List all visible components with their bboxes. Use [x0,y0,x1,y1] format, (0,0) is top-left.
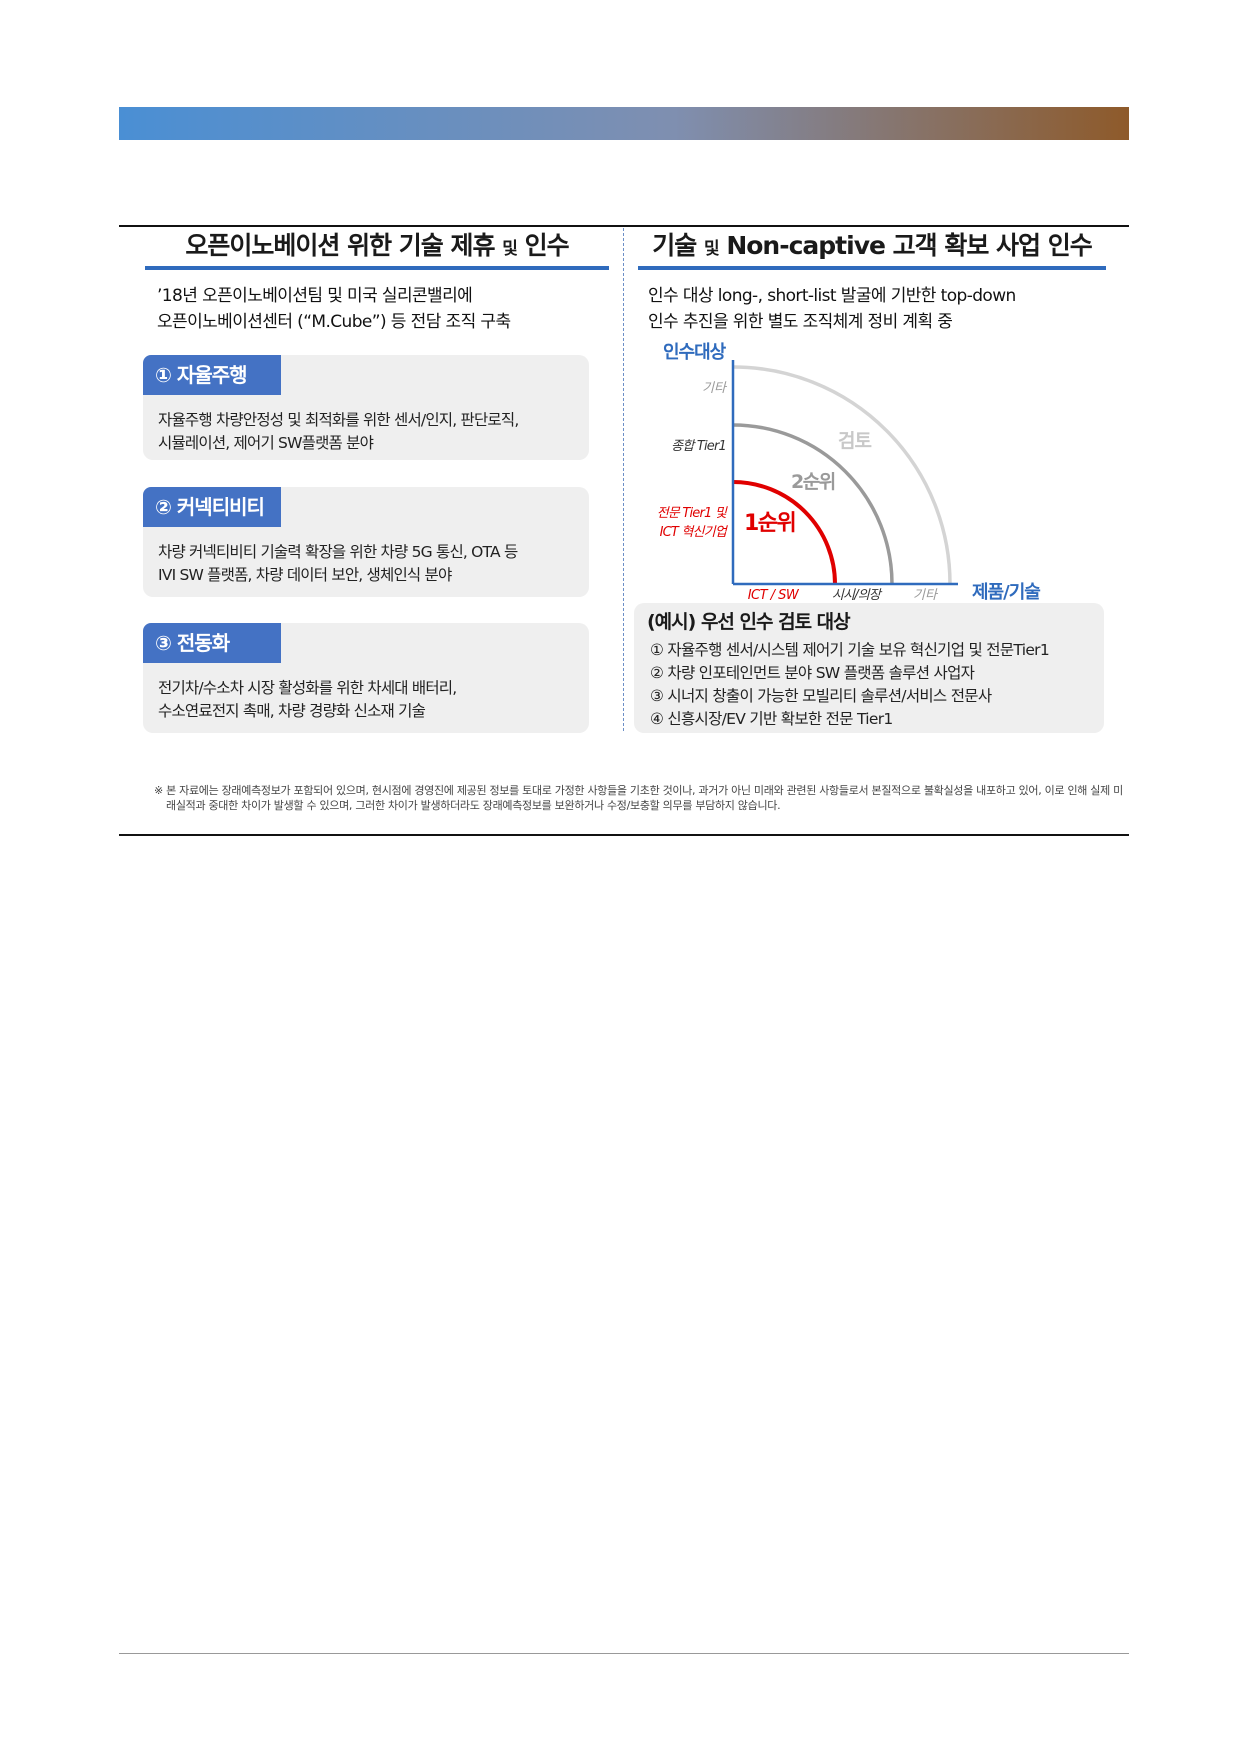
y-label-ict: ICT 혁신기업 [660,525,729,540]
right-intro: 인수 대상 long-, short-list 발굴에 기반한 top-down… [648,283,1118,335]
left-section-title: 오픈이노베이션 위한 기술 제휴 및 인수 [145,228,609,264]
disclaimer-text: ※ 본 자료에는 장래예측정보가 포함되어 있으며, 현시점에 경영진에 제공된… [154,784,1123,812]
card-connectivity: ② 커넥티비티 차량 커넥티비티 기술력 확장을 위한 차량 5G 통신, OT… [143,487,589,597]
x-label-other: 기타 [913,588,939,603]
example-box: (예시) 우선 인수 검토 대상 ① 자율주행 센서/시스템 제어기 기술 보유… [634,603,1104,733]
card-badge: ① 자율주행 [143,355,281,395]
list-item: ② 차량 인포테인먼트 분야 SW 플랫폼 솔루션 사업자 [650,664,975,682]
card-line: 차량 커넥티비티 기술력 확장을 위한 차량 5G 통신, OTA 등 [158,543,518,561]
example-title: (예시) 우선 인수 검토 대상 [647,611,851,633]
list-item: ① 자율주행 센서/시스템 제어기 기술 보유 혁신기업 및 전문Tier1 [650,641,1050,659]
left-title-small: 및 [502,239,518,259]
left-title-main: 오픈이노베이션 위한 기술 제휴 [185,231,495,260]
bottom-rule [119,834,1129,836]
list-item: ③ 시너지 창출이 가능한 모빌리티 솔루션/서비스 전문사 [650,687,992,705]
right-title-small: 및 [703,239,720,259]
footer-rule [119,1653,1129,1654]
card-badge: ② 커넥티비티 [143,487,281,527]
right-title-end: Non-captive 고객 확보 사업 인수 [726,231,1092,260]
list-item: ④ 신흥시장/EV 기반 확보한 전문 Tier1 [650,710,893,728]
example-list: ① 자율주행 센서/시스템 제어기 기술 보유 혁신기업 및 전문Tier1 ②… [650,639,1100,731]
card-line: IVI SW 플랫폼, 차량 데이터 보안, 생체인식 분야 [158,566,452,584]
priority-arcs-svg: 인수대상 제품/기술 기타 종합 Tier1 전문 Tier1 및 ICT 혁신… [657,342,1042,603]
zone-priority1: 1순위 [744,511,795,536]
y-label-other: 기타 [702,381,728,396]
x-axis-title: 제품/기술 [972,582,1040,603]
review-zone-arc [732,365,952,585]
card-line: 수소연료전지 촉매, 차량 경량화 신소재 기술 [158,702,426,720]
left-intro-line2: 오픈이노베이션센터 (“M.Cube”) 등 전담 조직 구축 [157,312,511,332]
right-section-title: 기술 및 Non-captive 고객 확보 사업 인수 [638,228,1106,264]
right-title-main: 기술 [652,231,697,260]
y-label-specialist: 전문 Tier1 및 [657,506,728,521]
card-autonomous-driving: ① 자율주행 자율주행 차량안정성 및 최적화를 위한 센서/인지, 판단로직,… [143,355,589,460]
y-axis-title: 인수대상 [663,342,727,363]
priority1-arc [732,480,837,585]
right-intro-line2: 인수 추진을 위한 별도 조직체계 정비 계획 중 [648,312,953,332]
acquisition-priority-diagram: 인수대상 제품/기술 기타 종합 Tier1 전문 Tier1 및 ICT 혁신… [638,340,1088,605]
card-body: 차량 커넥티비티 기술력 확장을 위한 차량 5G 통신, OTA 등 IVI … [158,541,583,587]
card-badge: ③ 전동화 [143,623,281,663]
column-divider [623,228,624,731]
zone-priority2: 2순위 [791,471,835,493]
y-label-tier1: 종합 Tier1 [671,439,726,454]
priority2-arc [732,423,894,585]
x-label-ict-sw: ICT / SW [748,588,800,603]
card-electrification: ③ 전동화 전기차/수소차 시장 활성화를 위한 차세대 배터리, 수소연료전지… [143,623,589,733]
zone-review: 검토 [838,430,871,452]
right-intro-line1: 인수 대상 long-, short-list 발굴에 기반한 top-down [648,286,1016,306]
left-title-underline [145,266,609,270]
left-intro-line1: ’18년 오픈이노베이션팀 및 미국 실리콘밸리에 [157,286,473,306]
top-rule [119,225,1129,227]
card-body: 자율주행 차량안정성 및 최적화를 위한 센서/인지, 판단로직, 시뮬레이션,… [158,409,583,455]
card-line: 자율주행 차량안정성 및 최적화를 위한 센서/인지, 판단로직, [158,411,519,429]
left-intro: ’18년 오픈이노베이션팀 및 미국 실리콘밸리에 오픈이노베이션센터 (“M.… [157,283,617,335]
x-label-chassis: 시시/의장 [832,588,883,603]
card-body: 전기차/수소차 시장 활성화를 위한 차세대 배터리, 수소연료전지 촉매, 차… [158,677,583,723]
card-line: 시뮬레이션, 제어기 SW플랫폼 분야 [158,434,374,452]
card-line: 전기차/수소차 시장 활성화를 위한 차세대 배터리, [158,679,457,697]
left-title-end: 인수 [524,231,570,260]
header-gradient-bar [119,107,1129,140]
right-title-underline [638,266,1106,270]
